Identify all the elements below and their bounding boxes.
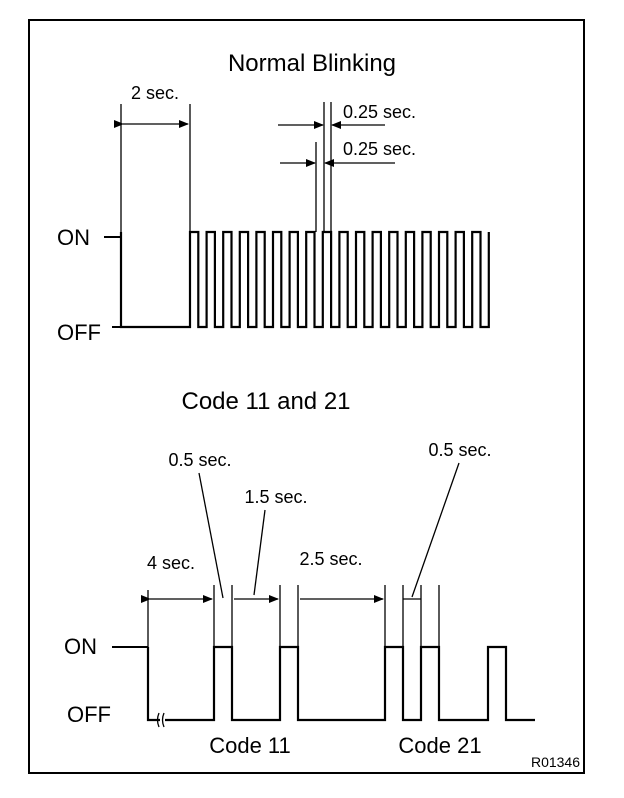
normal-blink-waveform: [119, 230, 490, 329]
code11-label: Code 11: [209, 733, 291, 758]
normal-blinking-title: Normal Blinking: [228, 50, 396, 77]
code-separator-label: 2.5 sec.: [299, 549, 362, 569]
diagram-frame: [28, 19, 585, 774]
code-on-label: ON: [64, 634, 97, 659]
on-time-label: 0.25 sec.: [343, 102, 416, 122]
normal-off-label: OFF: [57, 320, 101, 345]
code-waveform-start: [146, 647, 160, 722]
normal-on-label: ON: [57, 225, 90, 250]
code-pulse-label-1: 0.5 sec.: [168, 450, 231, 470]
off-time-label: 0.25 sec.: [343, 139, 416, 159]
figure-id: R01346: [531, 754, 580, 770]
code-gap-label: 1.5 sec.: [244, 487, 307, 507]
time-break-icon: [156, 712, 165, 728]
gap-leader-line: [253, 509, 266, 596]
code-start-label: 4 sec.: [147, 553, 195, 573]
pulse-1-leader-line: [198, 472, 224, 599]
code-waveform: [165, 645, 535, 722]
code21-label: Code 21: [398, 733, 481, 758]
normal-interval-label: 2 sec.: [131, 83, 179, 103]
code-pulse-label-2: 0.5 sec.: [428, 440, 491, 460]
code-title: Code 11 and 21: [181, 388, 350, 415]
code-off-label: OFF: [67, 702, 111, 727]
pulse-2-leader-line: [411, 462, 460, 598]
